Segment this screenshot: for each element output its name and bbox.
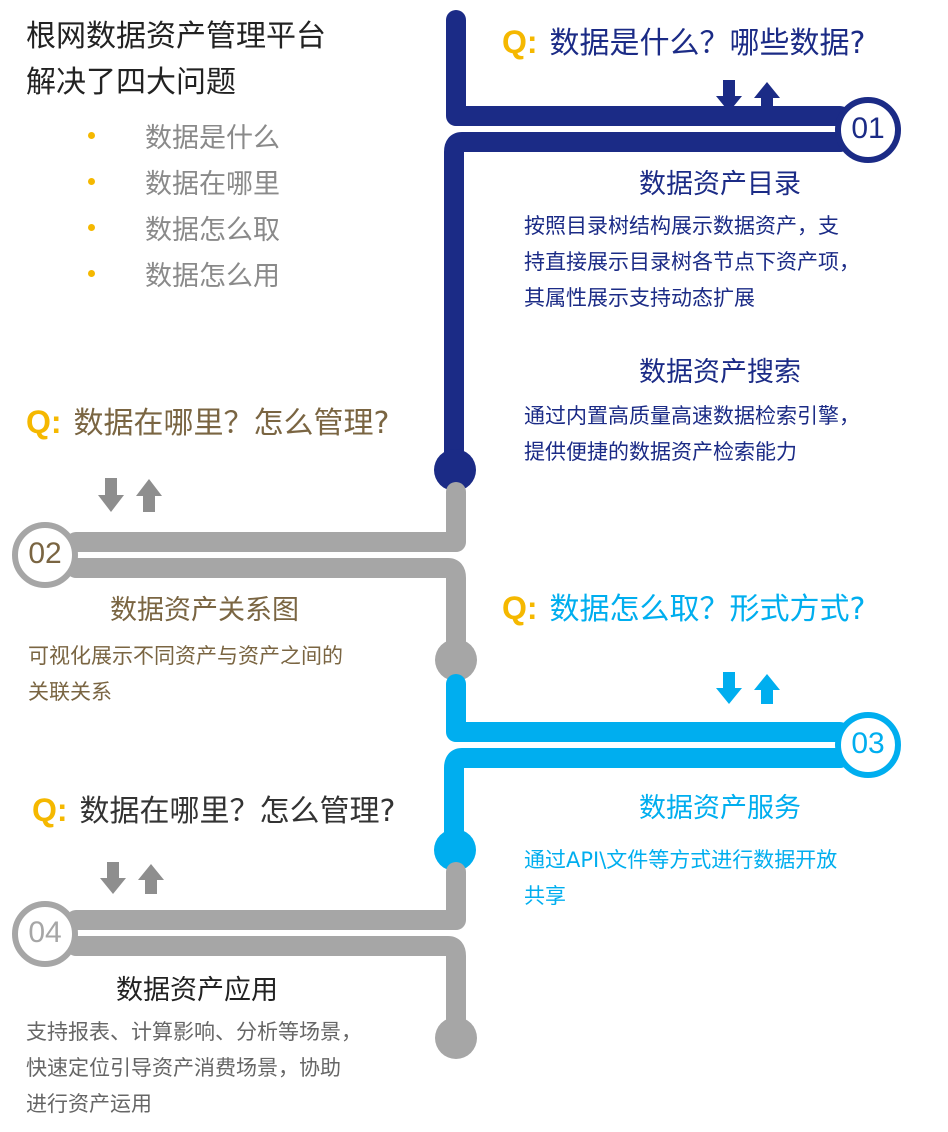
timeline-segment-02b: [66, 558, 466, 670]
timeline-segment-02: [66, 482, 466, 552]
section-description: 按照目录树结构展示数据资产，支 持直接展示目录树各节点下资产项， 其属性展示支持…: [524, 208, 860, 316]
timeline-dot-01: [434, 449, 476, 491]
description-line: 支持报表、计算影响、分析等场景，: [26, 1020, 362, 1044]
question-text: 数据在哪里？怎么管理?: [79, 794, 396, 829]
problem-label: 数据在哪里: [145, 168, 280, 200]
question-04: Q: 数据在哪里？怎么管理?: [32, 786, 395, 830]
list-item: 数据怎么取: [88, 204, 280, 250]
section-description: 支持报表、计算影响、分析等场景， 快速定位引导资产消费场景，协助 进行资产运用: [26, 1014, 362, 1122]
section-heading: 数据资产应用: [116, 975, 278, 1006]
page-title: 根网数据资产管理平台 解决了四大问题: [26, 14, 326, 106]
timeline-segment-03b: [444, 748, 850, 860]
description-line: 关联关系: [28, 680, 112, 704]
list-item: 数据在哪里: [88, 158, 280, 204]
list-item: 数据是什么: [88, 112, 280, 158]
timeline-dot-04: [435, 1017, 477, 1059]
timeline-dot-03: [434, 829, 476, 871]
page-title-line-2: 解决了四大问题: [26, 65, 236, 100]
timeline-dot-02: [435, 639, 477, 681]
description-line: 共享: [524, 884, 566, 908]
section-description: 通过内置高质量高速数据检索引擎， 提供便捷的数据资产检索能力: [524, 398, 860, 470]
down-up-arrows-icon: [100, 862, 164, 894]
down-up-arrows-icon: [716, 672, 780, 704]
timeline-segment-01: [446, 10, 850, 126]
problem-label: 数据怎么取: [145, 214, 280, 246]
bullet-dot-icon: [88, 131, 95, 139]
q-mark: Q:: [502, 590, 538, 626]
description-line: 通过API\文件等方式进行数据开放: [524, 848, 838, 872]
problem-label: 数据怎么用: [145, 260, 280, 292]
description-line: 提供便捷的数据资产检索能力: [524, 440, 797, 464]
section-heading: 数据资产服务: [639, 793, 801, 824]
page-title-line-1: 根网数据资产管理平台: [26, 19, 326, 54]
step-number-04: 04: [28, 916, 62, 949]
node-01-ring: [835, 97, 901, 163]
step-number-01: 01: [851, 112, 885, 145]
q-mark: Q:: [26, 404, 62, 440]
node-02-ring: [12, 522, 78, 588]
bullet-dot-icon: [88, 269, 95, 277]
question-text: 数据是什么？哪些数据?: [549, 26, 866, 61]
q-mark: Q:: [502, 24, 538, 60]
problem-label: 数据是什么: [145, 122, 280, 154]
section-description: 可视化展示不同资产与资产之间的 关联关系: [28, 638, 343, 710]
timeline-segment-04b: [66, 936, 466, 1048]
problem-list: 数据是什么 数据在哪里 数据怎么取 数据怎么用: [88, 112, 280, 296]
node-04-ring: [12, 901, 78, 967]
question-text: 数据在哪里？怎么管理?: [73, 406, 390, 441]
step-number-03: 03: [851, 727, 885, 760]
question-text: 数据怎么取？形式方式?: [549, 592, 866, 627]
list-item: 数据怎么用: [88, 250, 280, 296]
node-03-ring: [835, 712, 901, 778]
section-heading: 数据资产关系图: [110, 595, 299, 626]
bullet-dot-icon: [88, 177, 95, 185]
description-line: 其属性展示支持动态扩展: [524, 286, 755, 310]
description-line: 可视化展示不同资产与资产之间的: [28, 644, 343, 668]
down-up-arrows-icon: [716, 80, 780, 112]
description-line: 按照目录树结构展示数据资产，支: [524, 214, 839, 238]
section-heading: 数据资产目录: [639, 169, 801, 200]
timeline-segment-04: [66, 862, 466, 930]
section-heading: 数据资产搜索: [639, 357, 801, 388]
description-line: 持直接展示目录树各节点下资产项，: [524, 250, 860, 274]
step-number-02: 02: [28, 537, 62, 570]
timeline-segment-01b: [444, 132, 850, 480]
down-up-arrows-icon: [98, 478, 162, 512]
section-description: 通过API\文件等方式进行数据开放 共享: [524, 842, 837, 914]
question-01: Q: 数据是什么？哪些数据?: [502, 18, 865, 62]
timeline-segment-03: [446, 674, 850, 742]
q-mark: Q:: [32, 792, 68, 828]
description-line: 快速定位引导资产消费场景，协助: [26, 1056, 341, 1080]
bullet-dot-icon: [88, 223, 95, 231]
question-02: Q: 数据在哪里？怎么管理?: [26, 398, 389, 442]
question-03: Q: 数据怎么取？形式方式?: [502, 584, 865, 628]
description-line: 进行资产运用: [26, 1092, 152, 1116]
description-line: 通过内置高质量高速数据检索引擎，: [524, 404, 860, 428]
